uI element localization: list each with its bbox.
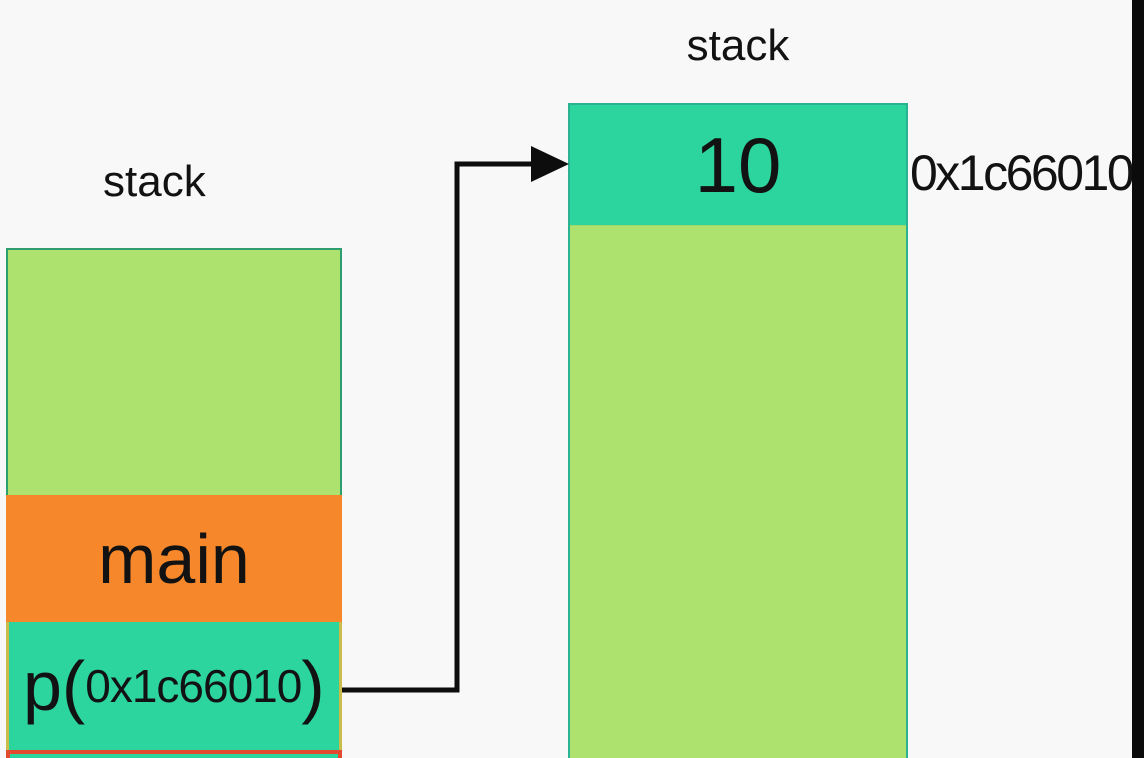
pointer-frame-prefix: p( — [23, 647, 86, 725]
cutoff-frame — [6, 750, 342, 758]
right-stack-label: stack — [686, 21, 790, 70]
left-stack-column: main p(0x1c66010) — [6, 248, 342, 758]
pointer-frame-suffix: ) — [301, 647, 325, 725]
left-stack-label: stack — [103, 157, 206, 206]
value-cell: 10 — [570, 105, 906, 225]
right-stack-column: 10 — [568, 103, 908, 758]
right-stack-empty-cell — [570, 225, 906, 758]
main-frame: main — [6, 495, 342, 622]
pointer-frame: p(0x1c66010) — [6, 622, 342, 750]
address-label: 0x1c66010 — [910, 145, 1135, 201]
main-frame-label: main — [98, 519, 250, 598]
left-stack-empty-frame — [6, 248, 342, 495]
screen-edge-strip — [1132, 0, 1144, 758]
pointer-frame-address: 0x1c66010 — [85, 660, 302, 712]
pointer-arrow-line — [342, 161, 534, 693]
value-cell-text: 10 — [694, 121, 782, 209]
pointer-arrow-head — [531, 146, 569, 182]
